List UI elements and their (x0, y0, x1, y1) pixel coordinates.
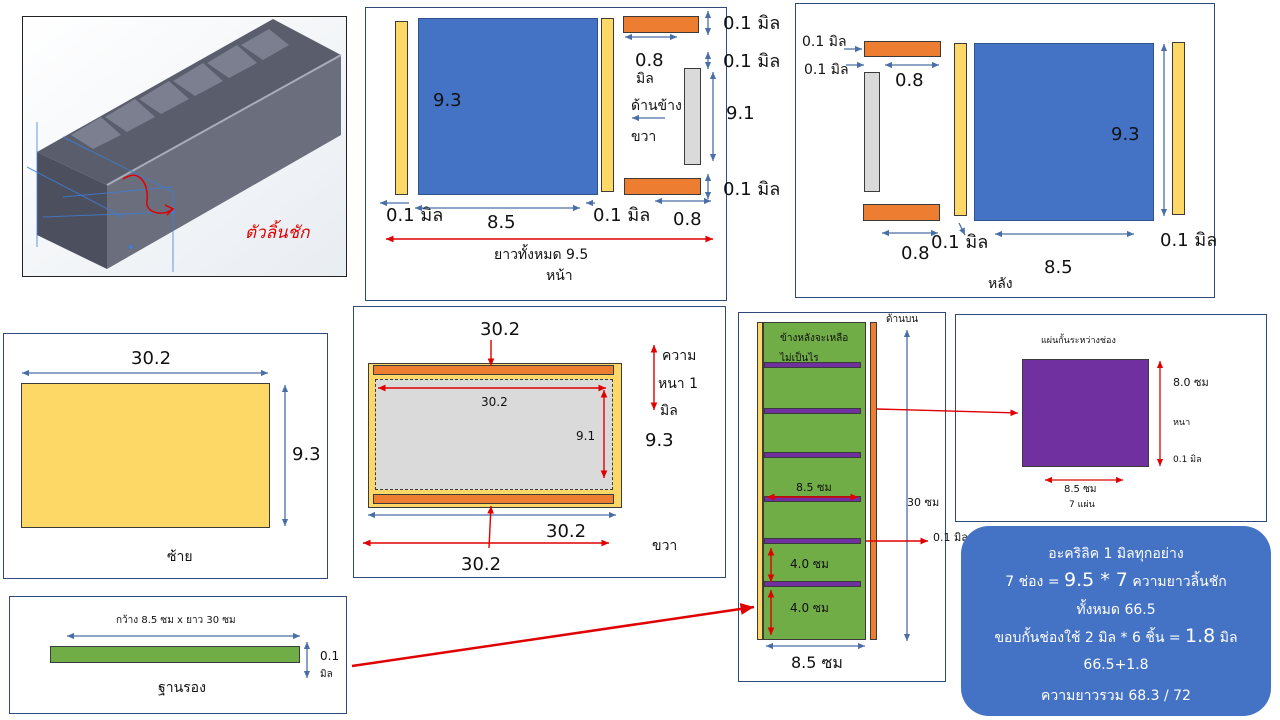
back-top-thick-1: 0.1 มิล (802, 34, 847, 50)
summary-line-3: ทั้งหมด 66.5 (1076, 602, 1156, 618)
top-view-divider-6 (764, 581, 861, 587)
right-bottom-width: 30.2 (546, 521, 587, 542)
top-view-divider-4 (764, 496, 861, 502)
top-view-left-strip (757, 322, 763, 640)
front-bottom-strip (624, 178, 701, 195)
drawer-render-panel: ตัวลิ้นชัก (22, 16, 347, 277)
divider-title: แผ่นกั้นระหว่างช่อง (1041, 336, 1116, 346)
divider-thick: 0.1 มิล (1173, 455, 1202, 465)
front-total-length-label: ยาวทั้งหมด 9.5 (494, 247, 589, 263)
front-side-width-label: 0.8 (673, 209, 702, 230)
summary-box: อะคริลิค 1 มิลทุกอย่าง 7 ช่อง = 9.5 * 7 … (961, 526, 1271, 716)
top-view-note-2: ไม่เป็นไร (780, 353, 819, 364)
top-view-note-1: ข้างหลังจะเหลือ (780, 333, 849, 344)
top-view-divider-1 (764, 362, 861, 368)
right-bottom-label: 30.2 (461, 554, 502, 575)
summary-line-2a: 7 ช่อง = (1005, 574, 1064, 590)
front-side-strip (684, 68, 701, 165)
back-bottom-strip (863, 204, 940, 221)
top-view-right-strip (870, 322, 877, 640)
back-bottom-width: 0.8 (901, 243, 930, 264)
drawer-render-image (23, 17, 346, 276)
summary-line-4c: มิล (1215, 630, 1238, 646)
right-inner-height: 9.1 (576, 429, 596, 443)
summary-line-2c: ความยาวลิ้นชัก (1127, 574, 1227, 590)
right-top-strip (373, 365, 614, 375)
front-left-strip (395, 21, 408, 195)
summary-line-2b: 9.5 * 7 (1064, 569, 1128, 591)
left-face (21, 383, 270, 528)
left-height-label: 9.3 (292, 444, 321, 465)
top-view-bottom-width: 8.5 ซม (791, 653, 843, 672)
top-view-length: 30 ซม (907, 496, 940, 509)
divider-thick-label: หนา (1173, 418, 1191, 428)
right-thickness-2: หนา 1 (658, 376, 699, 392)
right-inner-width: 30.2 (481, 395, 508, 409)
top-view-divider-2 (764, 408, 861, 414)
front-caption: หน้า (546, 268, 573, 284)
summary-line-6: ความยาวรวม 68.3 / 72 (1041, 688, 1191, 704)
base-dims: กว้าง 8.5 ซม x ยาว 30 ซม (116, 615, 236, 626)
back-top-strip (864, 41, 941, 57)
summary-line-4: ขอบกั้นช่องใช้ 2 มิล * 6 ชิ้น = 1.8 มิล (961, 625, 1271, 649)
right-inner-face (375, 379, 613, 490)
divider-plate (1022, 359, 1149, 467)
back-caption: หลัง (988, 276, 1013, 292)
summary-line-2: 7 ช่อง = 9.5 * 7 ความยาวลิ้นชัก (961, 569, 1271, 593)
left-width-label: 30.2 (131, 348, 172, 369)
front-top-strip (623, 16, 699, 33)
front-side-label-1: ด้านข้าง (631, 98, 682, 114)
top-view-base (763, 322, 866, 640)
back-left-strip (954, 43, 967, 216)
top-view-divider-5 (764, 538, 861, 544)
summary-line-4b: 1.8 (1185, 625, 1216, 647)
front-mid-unit-label: มิล (636, 71, 654, 87)
summary-line-4a: ขอบกั้นช่องใช้ 2 มิล * 6 ชิ้น = (994, 630, 1186, 646)
back-thick-right: 0.1 มิล (1160, 230, 1218, 251)
right-top-width: 30.2 (480, 319, 521, 340)
right-height: 9.3 (645, 430, 674, 451)
back-front-width: 8.5 (1044, 257, 1073, 278)
front-bottom-thick-label: 0.1 มิล (723, 179, 781, 200)
divider-count: 7 แผ่น (1069, 500, 1095, 510)
front-side-height-label: 9.1 (726, 103, 755, 124)
back-height: 9.3 (1111, 124, 1140, 145)
summary-line-1: อะคริลิค 1 มิลทุกอย่าง (1048, 546, 1184, 562)
top-view-divider-3 (764, 452, 861, 458)
back-face (974, 43, 1154, 221)
top-view-thin: 0.1 มิล (933, 531, 968, 544)
front-width-label: 8.5 (487, 212, 516, 233)
front-face (418, 18, 598, 195)
top-view-label: ด้านบน (886, 314, 919, 325)
top-view-slot-2: 4.0 ซม (790, 601, 829, 615)
divider-height: 8.0 ซม (1173, 376, 1209, 389)
base-plate (50, 646, 300, 663)
back-thick-left: 0.1 มิล (931, 232, 989, 253)
back-right-strip (1172, 42, 1185, 215)
front-height-label: 9.3 (433, 90, 462, 111)
right-bottom-strip (373, 494, 614, 504)
right-thickness-1: ความ (662, 348, 697, 364)
handwritten-note: ตัวลิ้นชัก (245, 223, 310, 243)
front-top-thick-label: 0.1 มิล (723, 13, 781, 34)
base-thick-2: มิล (320, 669, 333, 680)
right-caption: ขวา (652, 538, 678, 554)
front-right-strip (601, 18, 614, 192)
base-caption: ฐานรอง (158, 680, 206, 696)
left-caption: ซ้าย (167, 549, 193, 565)
back-top-thick-2: 0.1 มิล (804, 62, 849, 78)
right-thickness-3: มิล (660, 403, 678, 419)
summary-line-5: 66.5+1.8 (1083, 657, 1149, 673)
front-side-label-2: ขวา (631, 129, 657, 145)
back-side-strip (864, 72, 880, 192)
back-top-width: 0.8 (895, 70, 924, 91)
front-mid-thick-label: 0.1 มิล (723, 51, 781, 72)
front-left-thick-label: 0.1 มิล (386, 205, 444, 226)
front-mid-width-label: 0.8 (635, 50, 664, 71)
top-view-slot-1: 4.0 ซม (790, 557, 829, 571)
base-thick-1: 0.1 (320, 649, 340, 663)
front-right-thick-label: 0.1 มิล (593, 205, 651, 226)
divider-width: 8.5 ซม (1064, 484, 1097, 495)
top-view-divider-width: 8.5 ซม (796, 481, 832, 494)
